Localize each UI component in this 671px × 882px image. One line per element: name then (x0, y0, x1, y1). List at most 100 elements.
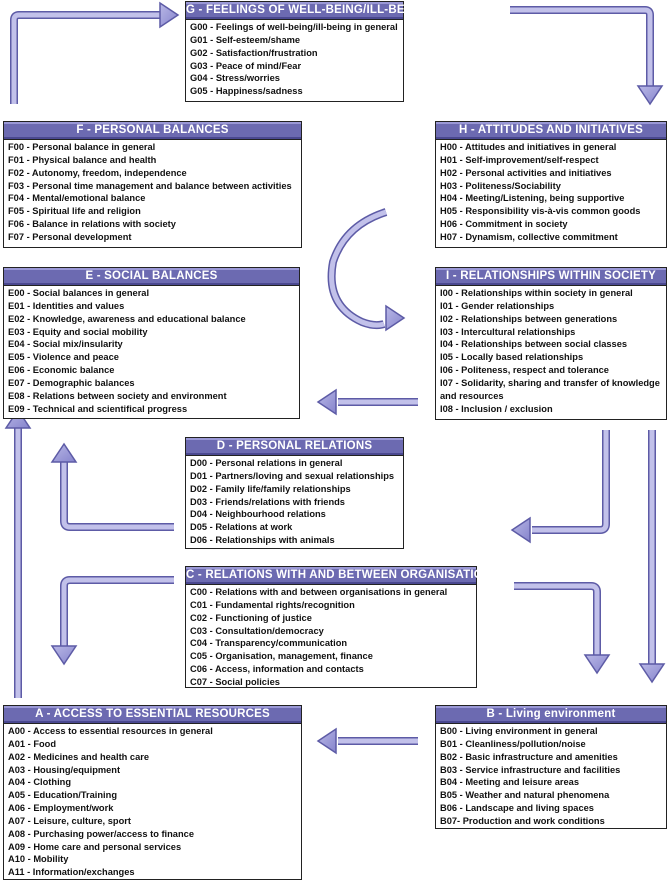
list-item: E03 - Equity and social mobility (8, 326, 148, 337)
list-item: A01 - Food (8, 738, 57, 749)
box-d-title: D - PERSONAL RELATIONS (186, 438, 403, 456)
box-d-personal-relations: D - PERSONAL RELATIONS D00 - Personal re… (185, 437, 404, 549)
list-item: C06 - Access, information and contacts (190, 664, 364, 675)
arrow-a-to-e-head (4, 408, 32, 429)
list-item: H03 - Politeness/Sociability (440, 180, 561, 191)
list-item: A07 - Leisure, culture, sport (8, 815, 131, 826)
list-item: B05 - Weather and natural phenomena (440, 790, 610, 801)
arrow-g-to-h (510, 6, 654, 86)
list-item: F05 - Spiritual life and religion (8, 206, 141, 217)
list-item: A02 - Medicines and health care (8, 751, 150, 762)
list-item: C00 - Relations with and between organis… (190, 587, 448, 597)
list-item: A00 - Access to essential resources in g… (8, 726, 213, 736)
list-item: A03 - Housing/equipment (8, 764, 121, 775)
arrow-c-to-a (60, 576, 174, 646)
list-item: F01 - Physical balance and health (8, 154, 157, 165)
box-g-list: G00 - Feelings of well-being/ill-being i… (186, 20, 403, 100)
list-item: D00 - Personal relations in general (190, 458, 343, 468)
list-item: H01 - Self-improvement/self-respect (440, 154, 599, 165)
list-item: B01 - Cleanliness/pollution/noise (440, 738, 586, 749)
list-item: I01 - Gender relationships (440, 300, 555, 311)
arrow-i-to-d-head (510, 516, 531, 544)
list-item: E08 - Relations between society and envi… (8, 390, 227, 401)
arrow-c-to-a-head (50, 645, 78, 666)
arrow-i-to-b-head (638, 663, 666, 684)
list-item: A05 - Education/Training (8, 790, 117, 801)
box-i-title: I - RELATIONSHIPS WITHIN SOCIETY (436, 268, 666, 286)
list-item: E09 - Technical and scientifical progres… (8, 403, 188, 414)
arrow-d-to-e (60, 462, 174, 531)
list-item: F04 - Mental/emotional balance (8, 193, 146, 204)
list-item: I08 - Inclusion / exclusion (440, 403, 553, 414)
list-item: H04 - Meeting/Listening, being supportiv… (440, 193, 625, 204)
box-f-title: F - PERSONAL BALANCES (4, 122, 301, 140)
arrow-cycle (327, 208, 388, 330)
box-c-organisations: C - RELATIONS WITH AND BETWEEN ORGANISAT… (185, 566, 499, 688)
box-g-feelings: G - FEELINGS OF WELL-BEING/ILL-BEING G00… (185, 1, 426, 102)
list-item: F00 - Personal balance in general (8, 142, 156, 152)
box-f-personal-balances: F - PERSONAL BALANCES F00 - Personal bal… (3, 121, 302, 248)
box-g-title: G - FEELINGS OF WELL-BEING/ILL-BEING (186, 2, 426, 20)
list-item: I04 - Relationships between social class… (440, 339, 628, 350)
list-item: I06 - Politeness, respect and tolerance (440, 365, 609, 376)
list-item: B00 - Living environment in general (440, 726, 598, 736)
box-h-list: H00 - Attitudes and initiatives in gener… (436, 140, 666, 246)
box-e-social-balances: E - SOCIAL BALANCES E00 - Social balance… (3, 267, 300, 419)
list-item: A10 - Mobility (8, 854, 69, 865)
box-b-living-environment: B - Living environment B00 - Living envi… (435, 705, 667, 829)
list-item: G00 - Feelings of well-being/ill-being i… (190, 22, 398, 32)
box-c-title: C - RELATIONS WITH AND BETWEEN ORGANISAT… (186, 567, 499, 585)
arrow-f-to-g (10, 11, 160, 104)
list-item: E02 - Knowledge, awareness and education… (8, 313, 246, 324)
arrow-i-to-d (532, 430, 610, 534)
list-item: E06 - Economic balance (8, 365, 115, 376)
list-item: D05 - Relations at work (190, 522, 293, 533)
list-item: B06 - Landscape and living spaces (440, 803, 594, 814)
list-item: E05 - Violence and peace (8, 352, 119, 363)
list-item: I00 - Relationships within society in ge… (440, 288, 633, 298)
list-item: D03 - Friends/relations with friends (190, 496, 345, 507)
list-item: B07- Production and work conditions (440, 815, 605, 826)
list-item: C02 - Functioning of justice (190, 612, 312, 623)
list-item: B02 - Basic infrastructure and amenities (440, 751, 618, 762)
box-b-title: B - Living environment (436, 706, 666, 724)
list-item: I03 - Intercultural relationships (440, 326, 576, 337)
list-item: G01 - Self-esteem/shame (190, 34, 301, 45)
arrow-c-to-b-head (583, 654, 611, 675)
arrow-d-to-e-head (50, 442, 78, 463)
list-item: A09 - Home care and personal services (8, 841, 182, 852)
list-item: I05 - Locally based relationships (440, 352, 584, 363)
list-item: D06 - Relationships with animals (190, 535, 335, 546)
box-a-essential-resources: A - ACCESS TO ESSENTIAL RESOURCES A00 - … (3, 705, 302, 880)
box-i-list: I00 - Relationships within society in ge… (436, 286, 666, 417)
list-item: E00 - Social balances in general (8, 288, 150, 298)
list-item: H06 - Commitment in society (440, 219, 568, 230)
list-item: C04 - Transparency/communication (190, 638, 348, 649)
list-item: E07 - Demographic balances (8, 377, 135, 388)
arrow-cycle-head (385, 304, 406, 332)
list-item: D04 - Neighbourhood relations (190, 509, 326, 520)
list-item: D01 - Partners/loving and sexual relatio… (190, 470, 395, 481)
list-item: E01 - Identities and values (8, 300, 125, 311)
list-item: F03 - Personal time management and balan… (8, 180, 292, 191)
arrow-b-to-a-head (316, 727, 337, 755)
list-item: H05 - Responsibility vis-à-vis common go… (440, 206, 641, 217)
list-item: E04 - Social mix/insularity (8, 339, 123, 350)
arrow-c-to-b (514, 582, 601, 655)
list-item: C07 - Social policies (190, 676, 280, 687)
list-item: I02 - Relationships between generations (440, 313, 618, 324)
list-item: G03 - Peace of mind/Fear (190, 60, 302, 71)
list-item: G05 - Happiness/sadness (190, 86, 303, 97)
list-item: F07 - Personal development (8, 231, 132, 242)
list-item: A06 - Employment/work (8, 803, 114, 814)
list-item: A08 - Purchasing power/access to finance (8, 828, 195, 839)
arrow-i-to-e-head (316, 388, 337, 416)
list-item: B04 - Meeting and leisure areas (440, 777, 579, 788)
box-i-relationships-society: I - RELATIONSHIPS WITHIN SOCIETY I00 - R… (435, 267, 667, 420)
list-item: D02 - Family life/family relationships (190, 483, 351, 494)
